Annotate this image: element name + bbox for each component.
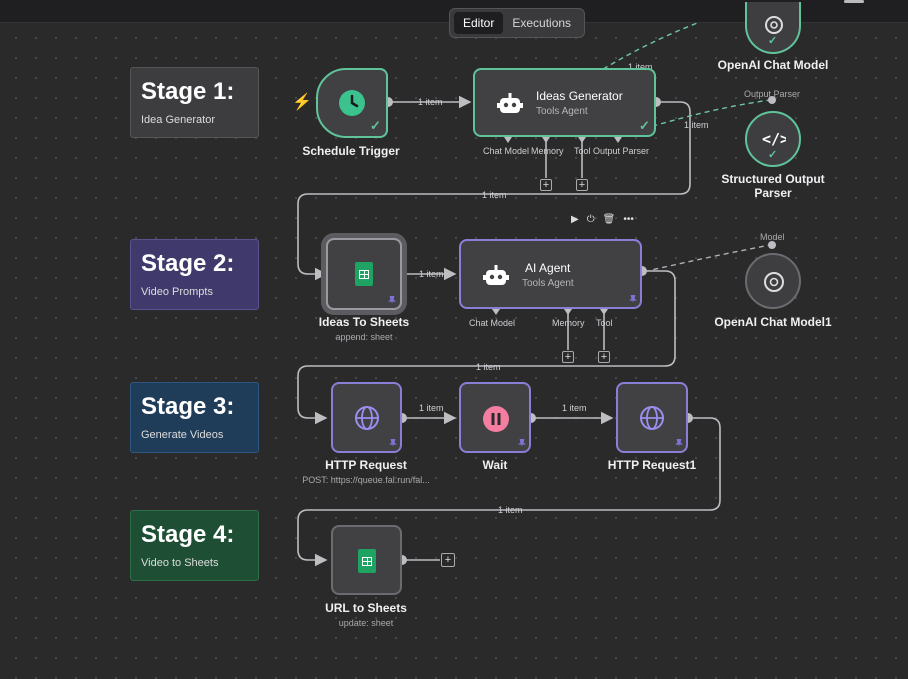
sticky-subtitle: Video Prompts — [141, 286, 213, 298]
sticky-stage-2[interactable]: Stage 2: Video Prompts — [130, 239, 259, 310]
connection-label: 1 item — [482, 190, 507, 200]
pin-icon — [518, 439, 526, 447]
clock-icon — [339, 90, 365, 116]
connection-label: 1 item — [418, 97, 443, 107]
node-ideas-to-sheets[interactable] — [326, 238, 402, 310]
code-icon: </> — [762, 130, 786, 148]
node-ideas-generator[interactable]: Ideas Generator Tools Agent ✓ — [473, 68, 656, 137]
add-tool-button[interactable]: + — [598, 351, 610, 363]
wire-ideas-sheets — [297, 101, 691, 281]
success-check-icon: ✓ — [768, 149, 778, 161]
port-label-memory: Memory — [552, 318, 585, 328]
node-wait[interactable] — [459, 382, 531, 453]
wire-http1-url — [297, 417, 721, 567]
node-http-request1[interactable] — [616, 382, 688, 453]
tab-executions[interactable]: Executions — [512, 16, 572, 30]
connection-label: 1 item — [419, 269, 444, 279]
success-check-icon: ✓ — [768, 35, 778, 47]
port-label-tool: Tool — [596, 318, 613, 328]
globe-icon — [640, 406, 664, 430]
port-label-output-parser: Output Parser — [593, 146, 650, 156]
connection-label: 1 item — [498, 505, 523, 515]
tab-editor[interactable]: Editor — [454, 12, 504, 34]
openai-icon — [764, 272, 784, 292]
node-title: HTTP Request — [325, 458, 407, 472]
view-tabs: Editor Executions — [449, 8, 586, 38]
sticky-stage-1[interactable]: Stage 1: Idea Generator — [130, 67, 259, 138]
trash-icon[interactable]: 🗑 — [602, 214, 616, 225]
port-label-tool: Tool — [574, 146, 591, 156]
node-subtitle: update: sheet — [338, 618, 394, 628]
node-openai-chat-model[interactable]: ✓ — [745, 2, 801, 54]
play-icon[interactable]: ▶ — [571, 214, 579, 225]
port-label-memory: Memory — [531, 146, 564, 156]
sticky-stage-3[interactable]: Stage 3: Generate Videos — [130, 382, 259, 453]
more-icon[interactable]: ••• — [623, 214, 634, 225]
add-node-button[interactable]: + — [441, 553, 455, 567]
node-subtitle: append: sheet — [335, 332, 393, 342]
connection-label: 1 item — [562, 403, 587, 413]
sticky-title: Stage 2: — [141, 250, 235, 277]
wire-agent-http — [297, 270, 676, 425]
sticky-subtitle: Generate Videos — [141, 429, 224, 441]
success-check-icon: ✓ — [370, 118, 381, 133]
pin-icon — [389, 439, 397, 447]
sticky-subtitle: Idea Generator — [141, 114, 215, 126]
connection-label: 1 item — [684, 120, 709, 130]
port-label-chat-model: Chat Model — [469, 318, 516, 328]
node-url-to-sheets[interactable] — [331, 525, 402, 595]
pin-icon — [629, 295, 637, 303]
node-subtitle: Tools Agent — [522, 278, 574, 289]
node-subtitle: POST: https://queue.fal.run/fal... — [302, 475, 430, 485]
svg-text:</>: </> — [762, 130, 786, 148]
node-http-request[interactable] — [331, 382, 402, 453]
node-title: Schedule Trigger — [302, 144, 400, 158]
google-sheets-icon — [355, 262, 373, 286]
success-check-icon: ✓ — [639, 118, 650, 133]
sticky-stage-4[interactable]: Stage 4: Video to Sheets — [130, 510, 259, 581]
node-title: OpenAI Chat Model — [717, 58, 829, 72]
node-subtitle: Tools Agent — [536, 106, 588, 117]
node-title: Ideas Generator — [536, 89, 623, 103]
node-openai-chat-model1[interactable] — [745, 253, 801, 309]
node-toolbar: ▶ ⏻ 🗑 ••• — [571, 214, 634, 225]
node-schedule-trigger[interactable]: ✓ — [316, 68, 388, 138]
node-title: OpenAI Chat Model1 — [714, 315, 832, 329]
node-structured-output-parser[interactable]: </> ✓ — [745, 111, 801, 167]
connection-label: 1 item — [476, 362, 501, 372]
robot-icon — [497, 93, 523, 113]
node-ai-agent[interactable]: AI Agent Tools Agent — [459, 239, 642, 309]
robot-icon — [483, 265, 509, 285]
pause-icon — [483, 406, 509, 432]
add-memory-button[interactable]: + — [540, 179, 552, 191]
add-tool-button[interactable]: + — [576, 179, 588, 191]
sticky-title: Stage 1: — [141, 78, 235, 105]
pin-icon — [675, 439, 683, 447]
connection-label: 1 item — [419, 403, 444, 413]
globe-icon — [355, 406, 379, 430]
node-title: Structured Output Parser — [721, 172, 825, 200]
google-sheets-icon — [358, 549, 376, 573]
node-title: URL to Sheets — [325, 601, 407, 615]
node-title: Ideas To Sheets — [318, 315, 410, 329]
power-icon[interactable]: ⏻ — [586, 214, 595, 225]
node-title: Wait — [482, 458, 508, 472]
node-title: HTTP Request1 — [607, 458, 697, 472]
node-title: AI Agent — [525, 261, 571, 275]
sticky-title: Stage 4: — [141, 521, 235, 548]
sticky-subtitle: Video to Sheets — [141, 557, 219, 569]
port-label-model: Model — [760, 232, 785, 242]
port-label-chat-model: Chat Model — [483, 146, 530, 156]
port-label-output-parser: Output Parser — [744, 89, 801, 99]
add-memory-button[interactable]: + — [562, 351, 574, 363]
openai-icon — [765, 16, 783, 34]
lightning-icon: ⚡ — [292, 94, 312, 111]
connection-label: 1 item — [628, 62, 653, 72]
sticky-title: Stage 3: — [141, 393, 235, 420]
pin-icon — [388, 296, 396, 304]
window-control[interactable] — [844, 0, 864, 3]
